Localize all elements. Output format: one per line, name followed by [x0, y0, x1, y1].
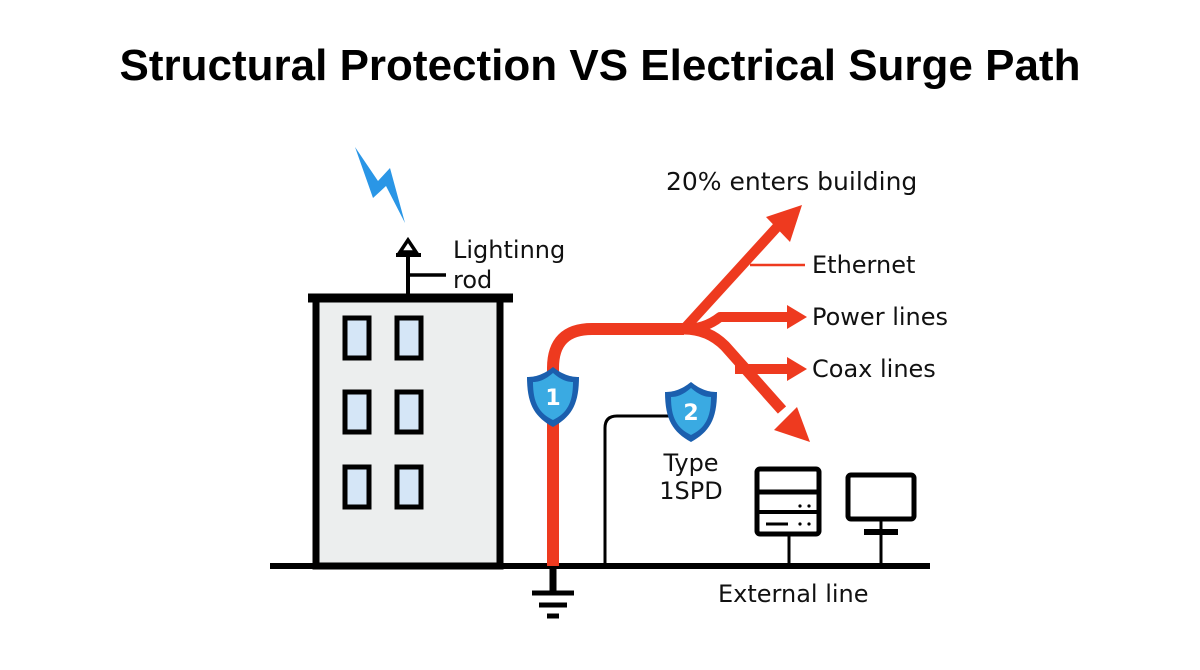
lightning-rod-label-1: Lightinng [453, 236, 565, 264]
lightning-rod-icon [396, 236, 446, 298]
shield-2-number: 2 [683, 401, 698, 426]
coax-lines-label: Coax lines [812, 355, 936, 383]
arrow-coax-icon [787, 357, 807, 381]
ground-symbol-icon [532, 566, 574, 619]
building [308, 293, 513, 570]
external-line-label: External line [718, 580, 869, 608]
lightning-rod-label-2: rod [453, 266, 492, 294]
arrow-power-icon [787, 305, 807, 329]
spd-label-1: Type [662, 449, 718, 477]
diagram-title: Structural Protection VS Electrical Surg… [120, 41, 1081, 90]
server-icon [754, 466, 822, 566]
spd-wire [603, 414, 672, 566]
ethernet-label: Ethernet [812, 251, 915, 279]
building-windows [342, 315, 424, 510]
enters-building-label: 20% enters building [666, 167, 917, 196]
arrow-up-icon [766, 205, 802, 242]
arrow-down-icon [774, 407, 810, 442]
power-lines-label: Power lines [812, 303, 948, 331]
shield-1-icon: 1 [527, 367, 579, 427]
spd-label-2: 1SPD [659, 477, 722, 505]
surge-arrowheads [766, 205, 810, 442]
lightning-bolt-icon [355, 147, 405, 223]
surge-path [547, 222, 805, 566]
shield-1-number: 1 [545, 386, 560, 411]
shield-2-icon: 2 [665, 382, 717, 442]
monitor-icon [845, 472, 917, 566]
